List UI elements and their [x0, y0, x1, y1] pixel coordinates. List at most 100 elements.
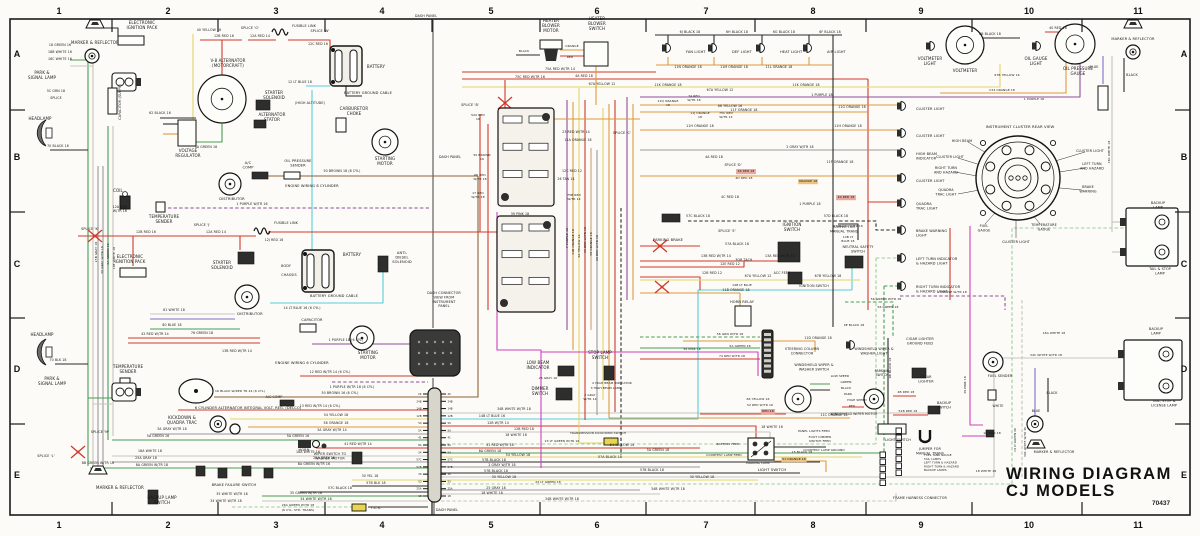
wire-org [640, 292, 741, 306]
diagram-label: (HIGH ALTITUDE) [295, 101, 326, 105]
diagram-label: DEF LIGHT [732, 50, 753, 54]
diagram-label: 12C RED 12 [562, 169, 582, 173]
electronic-ignition-pack-6cyl-icon [119, 267, 147, 278]
diagram-label: BRAKE FAILURE SWITCH [212, 483, 257, 487]
diagram-label: 56 GREEN W/TR 18 [871, 297, 901, 301]
wire-org [683, 340, 816, 352]
diagram-label: 26 TAN 14 [557, 177, 574, 181]
diagram-label: 11C ORANGE 18 [820, 413, 847, 417]
diagram-label: 57B BLACK 18 [640, 468, 664, 472]
oil-pressure-sender-icon [283, 171, 301, 180]
diagram-label: 11K ORANGE 18 [654, 83, 681, 87]
diagram-label: 10 PINK 18 [983, 431, 1000, 435]
diagram-label: CLUSTER LIGHT [936, 155, 965, 159]
diagram-label: 18C WHITE 18 [1107, 141, 1111, 164]
pin-label: 18 [448, 494, 452, 498]
pin-label: 54 [418, 450, 422, 454]
diagram-label: 66 RED W/TR 18 [595, 235, 599, 261]
diagram-label: 66 YELLOW 16 [577, 234, 581, 257]
diagram-label: A/C COMP [266, 395, 283, 399]
diagram-label: BATTERY [343, 252, 362, 257]
diagram-label: 35 WHITE W/TR 18 [216, 492, 248, 496]
diagram-label: 30 GRAY W/TR 18 [100, 246, 104, 274]
diagram-label: HIGH SPEED [847, 398, 867, 402]
diagram-label: ORANGE [565, 44, 578, 48]
wire-blk [688, 220, 900, 231]
diagram-label: 11M ORANGE 18 [720, 65, 748, 69]
wiper-motor-icon [863, 388, 885, 410]
park-signal-lamp-tl-icon [111, 72, 141, 92]
grid-col-label-top: 4 [379, 6, 384, 16]
dash-connector-icon [409, 329, 461, 377]
diagram-label: 57B BLK 18 [366, 481, 385, 485]
fuel-sender-terminal-icon [987, 389, 997, 401]
cluster-light-2-icon [897, 128, 906, 138]
diagram-label: 6F BLACK 18 [819, 30, 841, 34]
diagram-label: 12B RED 16 [214, 34, 234, 38]
diagram-label: 12B RED 12 [702, 271, 722, 275]
diagram-label: 34B WHITE W/TR 18 [497, 407, 531, 411]
pin-label: 25A [416, 487, 421, 491]
diagram-label: 67A YELLOW 12 [707, 88, 734, 92]
wire-cyn [270, 270, 384, 304]
low-beam-indicator-lamp-2-icon [557, 365, 575, 377]
diagram-label: T.C.S. [370, 506, 382, 510]
diagram-label: 70 BLACK 16 [47, 144, 69, 148]
diagram-label: CLUSTER LIGHT [916, 107, 945, 111]
pin-label: 2K [418, 392, 422, 396]
pin-label: 25A [448, 487, 453, 491]
diagram-label: LEFT TURN INDICATOR& HAZARD LIGHT [916, 257, 958, 266]
pin-label: 57C [448, 458, 453, 462]
diagram-label: 34B WHITE W/TR 18 [651, 487, 685, 491]
diagram-label: 8A GREEN 18 [479, 449, 502, 453]
diagram-label: (6 CYL. STD. TRANS) [282, 508, 315, 512]
wire-grn [196, 124, 223, 143]
diagram-label: 1 PURPLE 18 (6 CYL) [329, 338, 364, 342]
diagram-label: 74 RED W/TR 18 [719, 354, 745, 358]
grid-row-label-right: A [1181, 49, 1188, 59]
diagram-label: 18B WHITE 16 [48, 50, 72, 54]
grid-col-label-bottom: 4 [379, 520, 384, 530]
light-switch-icon [747, 437, 775, 461]
diagram-label: 3 HIGH BEAM LAMP [591, 386, 622, 390]
splice-x-icon [87, 229, 103, 243]
park-signal-lamp-bl-icon [111, 382, 141, 402]
diagram-label: COURTESY LAMP FEED [706, 453, 742, 457]
high-beam-indicator-lamp-icon [897, 148, 906, 158]
diagram-label: 12 LT BLUE 18 [288, 80, 312, 84]
diagram-label: 40 RED 18 [1049, 26, 1067, 30]
diagram-label: 81 WHITE 18 [163, 308, 185, 312]
distributor-6cyl-icon [234, 284, 260, 310]
diagram-label: 56 GREEN 18 [877, 305, 898, 309]
marker-reflector-br-icon-icon [1026, 439, 1046, 449]
diagram-label: 4C RED 18 [721, 195, 739, 199]
diagram-label: 9B BLACK 18 [888, 358, 892, 379]
diagram-label: 5A GREEN 18 [647, 448, 670, 452]
diagram-label: 70 BLK 18 [49, 358, 66, 362]
ignition-switch-icon [777, 241, 801, 263]
marker-reflector-tl-icon [85, 19, 105, 29]
diagram-label: HEADLAMP [30, 332, 54, 337]
diagram-label: 26A GREEN W/TR 18 [282, 503, 315, 507]
headlamp-bl-icon [36, 338, 53, 366]
pin-label: 12B [416, 414, 421, 418]
alternator-delco-icon [178, 378, 214, 404]
diagram-label: SPLICE 'L' [37, 454, 54, 458]
grid-col-label-top: 7 [703, 6, 708, 16]
marker-reflector-br-icon [1026, 415, 1044, 433]
starter-solenoid-6cyl-icon [237, 251, 255, 265]
